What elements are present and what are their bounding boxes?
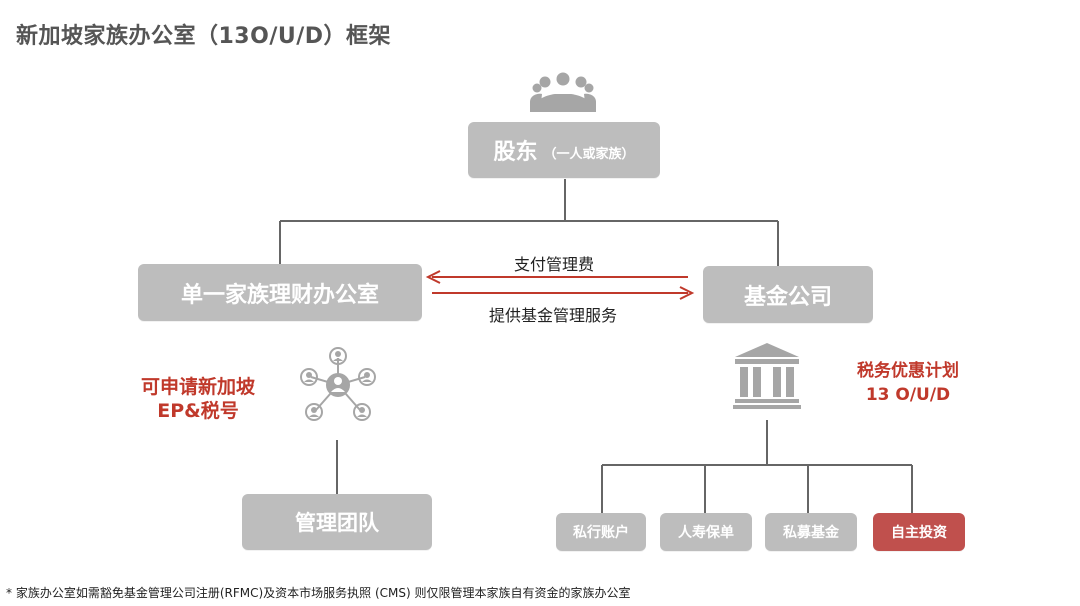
network-people-icon: [300, 347, 376, 421]
fund-company-box: 基金公司: [703, 266, 873, 323]
bank-building-icon: [733, 343, 801, 409]
account-label: 私行账户: [573, 525, 629, 541]
page-title: 新加坡家族办公室（13O/U/D）框架: [16, 24, 392, 49]
people-group-icon: [530, 72, 596, 112]
management-team-box: 管理团队: [242, 494, 432, 550]
ep-tax-note: 可申请新加坡 EP&税号: [128, 375, 268, 423]
pay-fee-label: 支付管理费: [514, 255, 595, 274]
fund-company-label: 基金公司: [743, 284, 832, 310]
private-equity-box: 私募基金: [765, 513, 857, 551]
shareholder-sub-label: （一人或家族）: [543, 146, 635, 162]
account-label: 私募基金: [783, 525, 839, 541]
account-label: 人寿保单: [678, 525, 734, 541]
single-family-office-label: 单一家族理财办公室: [180, 282, 379, 308]
tax-line-1: 税务优惠计划: [857, 361, 959, 381]
shareholder-box: 股东 （一人或家族）: [468, 122, 660, 178]
ep-line-2: EP&税号: [157, 400, 239, 422]
management-team-label: 管理团队: [295, 511, 379, 535]
footnote: * 家族办公室如需豁免基金管理公司注册(RFMC)及资本市场服务执照 (CMS)…: [6, 586, 631, 600]
fund-service-label: 提供基金管理服务: [489, 306, 618, 325]
shareholder-label: 股东: [493, 140, 538, 165]
single-family-office-box: 单一家族理财办公室: [138, 264, 422, 321]
self-directed-investment-box: 自主投资: [873, 513, 965, 551]
ep-line-1: 可申请新加坡: [140, 376, 255, 398]
tax-incentive-note: 税务优惠计划 13 O/U/D: [838, 359, 978, 407]
private-bank-account-box: 私行账户: [556, 513, 646, 551]
life-insurance-box: 人寿保单: [660, 513, 752, 551]
account-label: 自主投资: [891, 525, 947, 541]
tax-line-2: 13 O/U/D: [865, 385, 951, 405]
